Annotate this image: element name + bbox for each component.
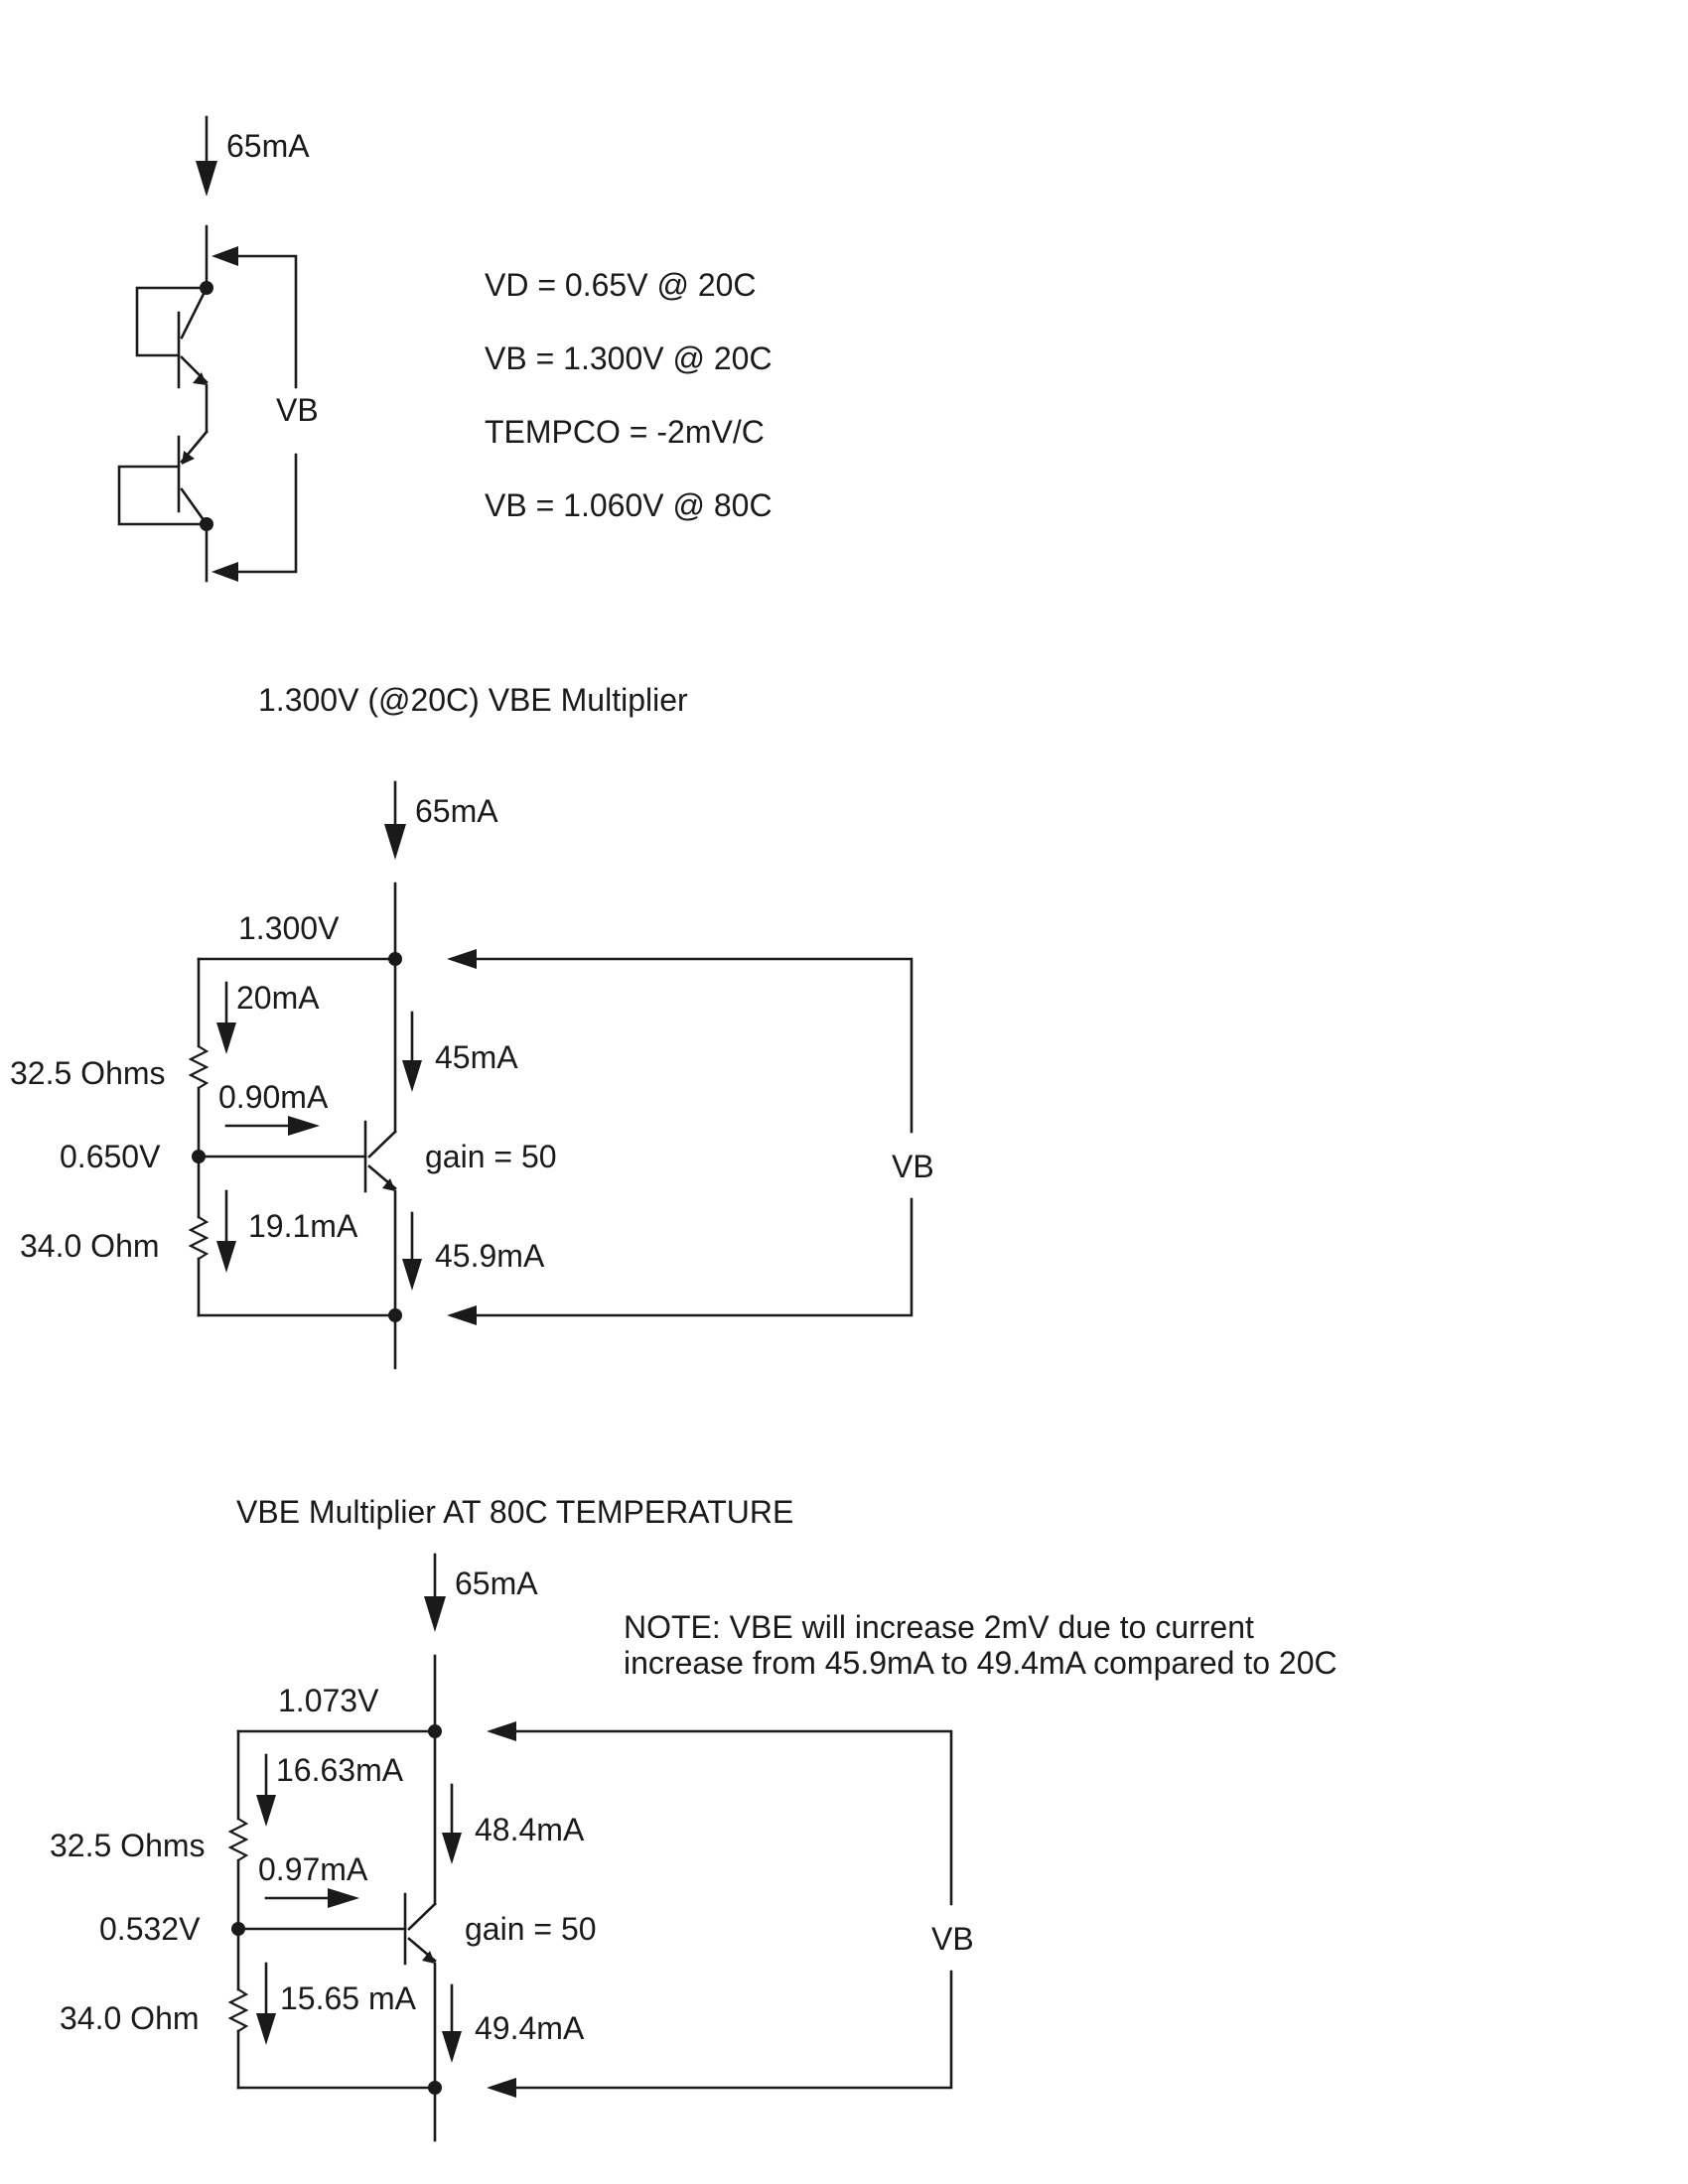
m20-rtop-value: 32.5 Ohms	[10, 1055, 166, 1091]
m80-resistor-bottom	[227, 1988, 249, 2032]
m20-vb-bracket-top	[475, 957, 914, 1134]
m20-top-dot	[388, 952, 402, 966]
m80-rtop-value: 32.5 Ohms	[50, 1828, 206, 1863]
m80-top-voltage: 1.073V	[278, 1683, 379, 1718]
m80-vb-label: VB	[931, 1921, 974, 1957]
m80-emitter-current: 49.4mA	[475, 2010, 585, 2046]
multiplier-80c-title: VBE Multiplier AT 80C TEMPERATURE	[236, 1494, 793, 1530]
m20-base-current: 0.90mA	[218, 1079, 329, 1115]
m20-bottom-dot	[388, 1308, 402, 1322]
m80-vb-bracket-top	[514, 1729, 953, 1906]
m80-resistor-top	[227, 1818, 249, 1861]
vb-bracket-bottom	[236, 453, 298, 574]
m20-collector-current-head	[402, 1060, 422, 1092]
m80-vb-bracket-bottom	[514, 1970, 953, 2090]
note-vd: VD = 0.65V @ 20C	[485, 267, 757, 303]
m80-rtop-current: 16.63mA	[276, 1752, 404, 1788]
m20-resistor-bottom	[188, 1216, 210, 1260]
m80-emitter-arrow	[422, 1951, 435, 1964]
m20-rtop-current-head	[216, 1023, 236, 1054]
m80-top-dot	[428, 1724, 442, 1738]
m20-top-voltage: 1.300V	[238, 910, 340, 946]
upper-base-strap	[135, 286, 209, 357]
m20-emitter-arrow	[382, 1178, 395, 1191]
m20-vb-label: VB	[892, 1149, 934, 1184]
m80-rbot-current: 15.65 mA	[280, 1980, 417, 2016]
m80-mid-voltage: 0.532V	[99, 1911, 201, 1947]
m20-collector-current: 45mA	[435, 1039, 518, 1075]
m80-vb-arrow-top	[487, 1721, 516, 1741]
m80-collector	[407, 1902, 437, 1931]
m80-rbot-value: 34.0 Ohm	[60, 2000, 200, 2036]
m20-rbot-value: 34.0 Ohm	[20, 1228, 160, 1264]
m80-emitter-current-head	[442, 2031, 462, 2063]
note-vb-80c: VB = 1.060V @ 80C	[485, 487, 773, 523]
vb-label: VB	[276, 392, 319, 428]
m20-gain: gain = 50	[425, 1139, 557, 1174]
m20-input-current: 65mA	[415, 793, 498, 829]
m80-rtop-current-head	[256, 1795, 276, 1827]
m80-rbot-current-head	[256, 2013, 276, 2045]
upper-emitter-arrow	[193, 372, 207, 385]
m20-rbot-current: 19.1mA	[248, 1208, 358, 1244]
m20-rbot-current-head	[216, 1241, 236, 1273]
m20-base-current-head	[288, 1116, 320, 1136]
note-tempco: TEMPCO = -2mV/C	[485, 414, 765, 450]
m80-collector-current-head	[442, 1833, 462, 1864]
m80-collector-current: 48.4mA	[475, 1812, 585, 1847]
input-current-arrowhead	[196, 161, 217, 197]
input-current-label: 65mA	[226, 128, 310, 164]
m20-mid-voltage: 0.650V	[60, 1139, 161, 1174]
vb-arrow-bottom	[211, 562, 238, 582]
m80-input-current: 65mA	[455, 1566, 538, 1601]
multiplier-80c-circuit: 65mA 1.073V 16.63mA 32.	[50, 1553, 974, 2142]
lower-base-strap	[117, 465, 209, 526]
multiplier-80c-note-line2: increase from 45.9mA to 49.4mA compared …	[624, 1645, 1337, 1681]
multiplier-80c-note-line1: NOTE: VBE will increase 2mV due to curre…	[624, 1609, 1254, 1645]
lower-emitter-arrow	[182, 451, 195, 465]
m20-vb-arrow-bottom	[447, 1305, 477, 1325]
m80-input-arrowhead	[424, 1596, 446, 1632]
m20-vb-bracket-bottom	[475, 1197, 914, 1317]
m20-input-arrowhead	[384, 824, 406, 860]
m80-gain: gain = 50	[465, 1911, 597, 1947]
upper-transistor-collector	[180, 286, 209, 340]
lower-transistor-emitter	[180, 487, 209, 526]
m20-resistor-top	[188, 1045, 210, 1089]
m20-collector	[367, 1130, 397, 1159]
m80-base-current-head	[328, 1888, 359, 1908]
vb-bracket-top	[236, 254, 298, 389]
multiplier-20c-circuit: 65mA 1.300V	[10, 780, 934, 1370]
m80-base-current: 0.97mA	[258, 1851, 368, 1887]
m80-vb-arrow-bottom	[487, 2078, 516, 2098]
m20-vb-arrow-top	[447, 949, 477, 969]
m80-bottom-dot	[428, 2081, 442, 2095]
diode-notes: VD = 0.65V @ 20C VB = 1.300V @ 20C TEMPC…	[485, 267, 773, 523]
diode-stack-circuit: 65mA VB	[117, 115, 319, 583]
multiplier-20c-title: 1.300V (@20C) VBE Multiplier	[258, 682, 688, 718]
upper-junction-dot	[200, 281, 213, 295]
m20-emitter-current: 45.9mA	[435, 1238, 545, 1274]
m20-emitter-current-head	[402, 1259, 422, 1291]
note-vb-20c: VB = 1.300V @ 20C	[485, 341, 773, 376]
m20-rtop-current: 20mA	[236, 980, 320, 1016]
vb-arrow-top	[211, 246, 238, 266]
